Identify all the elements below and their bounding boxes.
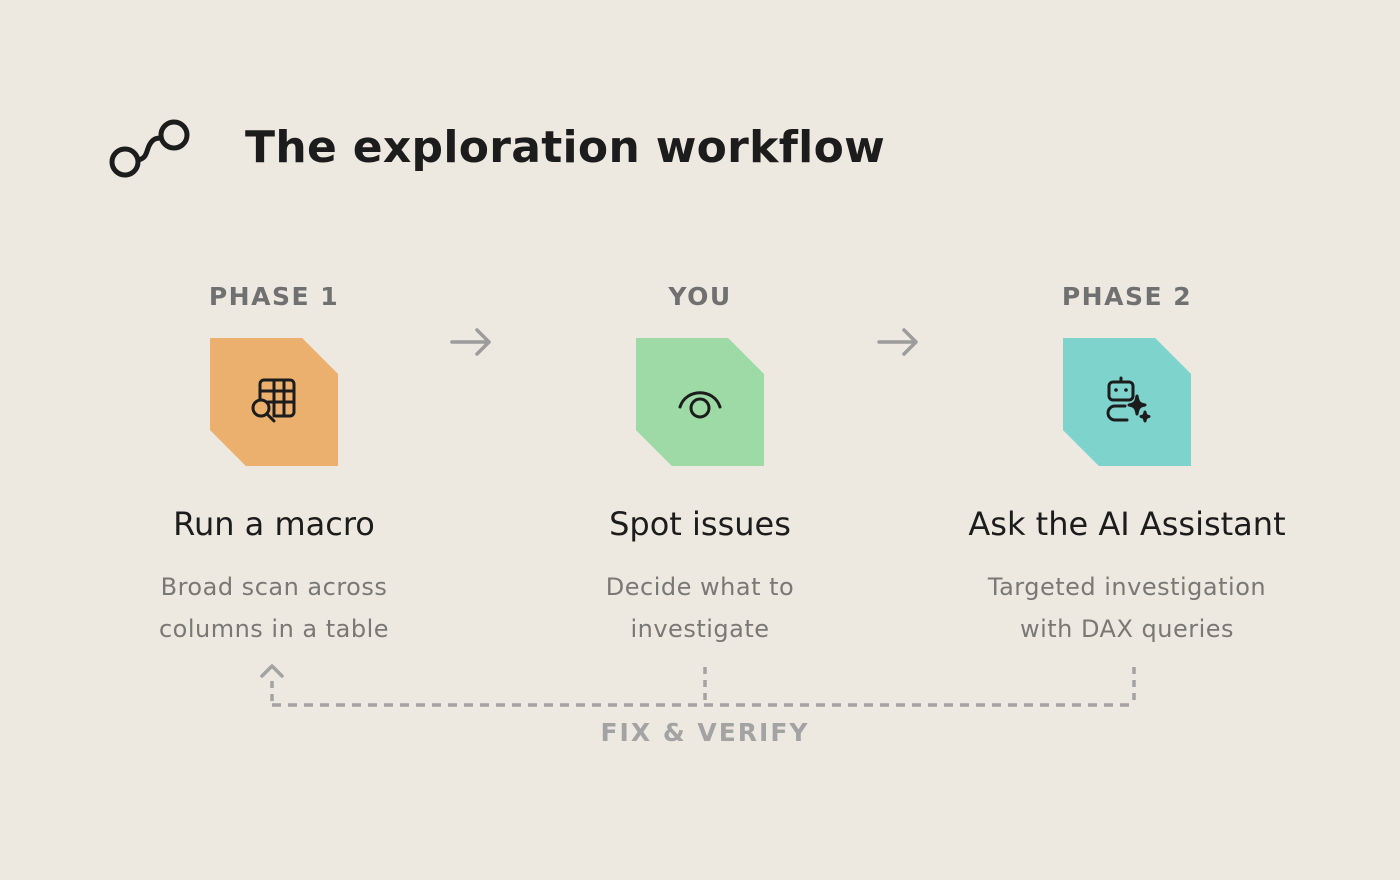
step-title: Ask the AI Assistant xyxy=(968,505,1286,543)
phase-label: PHASE 1 xyxy=(208,282,340,311)
loop-label: FIX & VERIFY xyxy=(600,718,810,747)
phase-label: PHASE 2 xyxy=(1061,282,1193,311)
eye-icon xyxy=(678,391,722,419)
step-description: Targeted investigation with DAX queries xyxy=(917,566,1337,650)
page-title: The exploration workflow xyxy=(245,122,886,173)
feedback-loop-connector xyxy=(260,664,1136,707)
step-you: YOU Spot issues Decide what to investiga… xyxy=(490,280,910,650)
table-search-icon xyxy=(251,378,296,423)
step-tile xyxy=(1063,338,1191,466)
description-line: with DAX queries xyxy=(1019,615,1235,643)
step-tile xyxy=(636,338,764,466)
description-line: columns in a table xyxy=(158,615,390,643)
step-tile xyxy=(210,338,338,466)
step-phase-1: PHASE 1 Run a macro Broad scan across co… xyxy=(64,280,484,650)
step-title: Run a macro xyxy=(173,505,375,543)
phase-label: YOU xyxy=(668,282,732,311)
workflow-connector-icon xyxy=(108,118,192,182)
description-line: Broad scan across xyxy=(160,573,388,601)
arrow-right-icon xyxy=(450,328,491,356)
description-line: investigate xyxy=(630,615,770,643)
step-description: Decide what to investigate xyxy=(490,566,910,650)
step-description: Broad scan across columns in a table xyxy=(64,566,484,650)
description-line: Decide what to xyxy=(605,573,795,601)
description-line: Targeted investigation xyxy=(987,573,1267,601)
step-title: Spot issues xyxy=(609,505,791,543)
arrow-right-icon xyxy=(877,328,918,356)
robot-sparkle-icon xyxy=(1106,376,1151,423)
step-phase-2: PHASE 2 Ask the AI Assistant Targeted in… xyxy=(917,280,1337,650)
